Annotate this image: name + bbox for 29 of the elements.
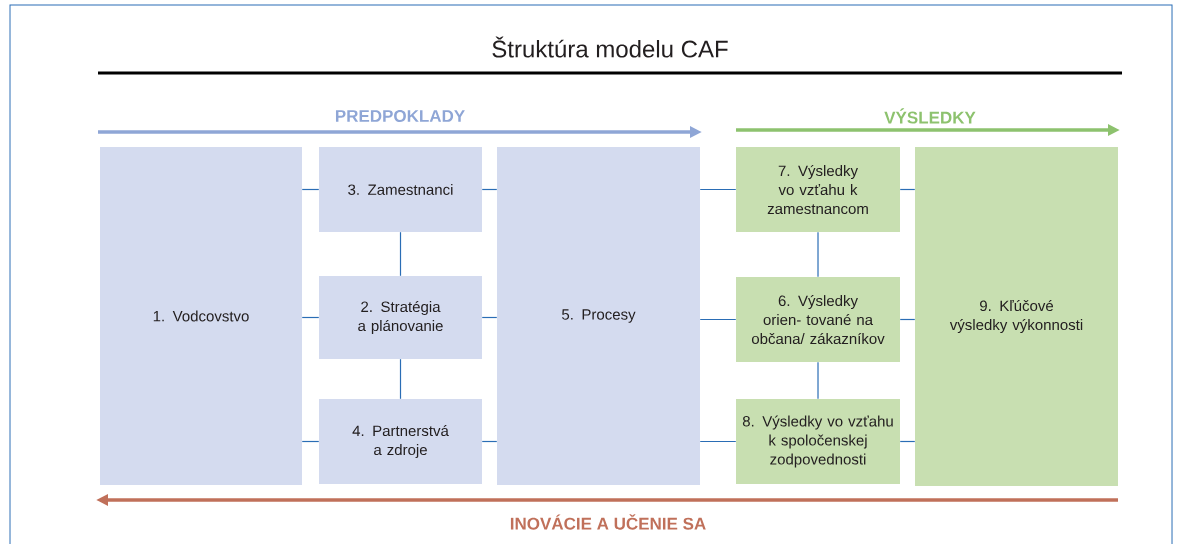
section-heading: PREDPOKLADY bbox=[336, 110, 465, 122]
connector-line bbox=[899, 318, 916, 321]
enabler-box: 5. Procesy bbox=[497, 147, 700, 485]
title: Štruktúra modelu CAF bbox=[492, 36, 728, 58]
connector-line bbox=[399, 231, 402, 277]
enabler-box: 4. Partnerstvá a zdroje bbox=[319, 399, 482, 484]
connector-line bbox=[899, 440, 916, 443]
connector-line bbox=[481, 440, 498, 443]
result-box: 7. Výsledky vo vzťahu k zamestnancom bbox=[736, 147, 900, 232]
section-heading: INOVÁCIE A UČENIE SA bbox=[510, 514, 706, 530]
result-box: 9. Kľúčové výsledky výkonnosti bbox=[915, 147, 1118, 486]
connector-line bbox=[399, 358, 402, 400]
enabler-box: 3. Zamestnanci bbox=[319, 147, 482, 232]
connector-line bbox=[699, 318, 737, 321]
connector-line bbox=[301, 316, 320, 319]
connector-line bbox=[301, 188, 320, 191]
connector-line bbox=[481, 188, 498, 191]
enabler-box: 2. Stratégia a plánovanie bbox=[319, 276, 482, 359]
connector-line bbox=[301, 440, 320, 443]
result-box: 6. Výsledky orien- tované na občana/ zákazníkov bbox=[736, 277, 900, 362]
connector-line bbox=[899, 188, 916, 191]
connector-line bbox=[481, 316, 498, 319]
connector-line bbox=[699, 188, 737, 191]
enabler-box: 1. Vodcovstvo bbox=[100, 147, 302, 485]
connector-line bbox=[699, 440, 737, 443]
connector-line bbox=[817, 231, 819, 278]
result-box: 8. Výsledky vo vzťahu k spoločenskej zodpovednosti bbox=[736, 399, 900, 484]
section-heading: VÝSLEDKY bbox=[884, 108, 976, 124]
connector-line bbox=[817, 361, 819, 400]
